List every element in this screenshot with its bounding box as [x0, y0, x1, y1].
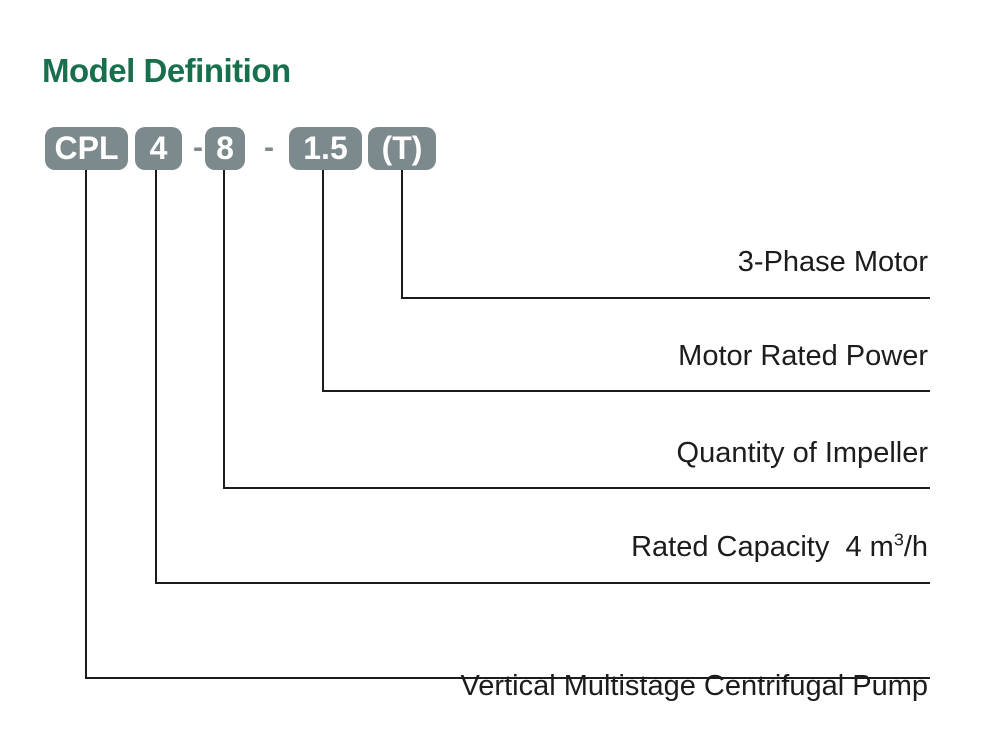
capacity-text: Rated Capacity 4 m: [631, 531, 894, 563]
callout-connector-impellers: [223, 170, 930, 489]
model-code-segment-impellers: 8: [205, 127, 245, 170]
model-code-separator: -: [193, 131, 203, 164]
callout-connector-pump-type: [85, 170, 930, 679]
callout-label-power: Motor Rated Power: [678, 340, 928, 372]
callout-label-capacity: Rated Capacity 4 m3/h: [631, 529, 928, 565]
model-code-segment-capacity: 4: [135, 127, 182, 170]
callout-label-pump-type: Vertical Multistage Centrifugal Pump (Bo…: [461, 596, 928, 755]
model-code-segment-power: 1.5: [289, 127, 362, 170]
capacity-superscript: 3: [893, 529, 904, 550]
page-title: Model Definition: [42, 52, 291, 89]
pump-type-line1: Vertical Multistage Centrifugal Pump: [460, 670, 928, 702]
callout-label-phase: 3-Phase Motor: [737, 246, 928, 278]
callout-connector-power: [322, 170, 930, 392]
callout-connector-capacity: [155, 170, 930, 584]
model-code-segment-phase: (T): [368, 127, 436, 170]
callout-connector-phase: [401, 170, 930, 299]
callout-label-impellers: Quantity of Impeller: [676, 437, 928, 469]
model-code-separator: -: [264, 131, 274, 164]
model-code-segment-cpl: CPL: [45, 127, 128, 170]
capacity-unit-text: /h: [903, 531, 928, 563]
